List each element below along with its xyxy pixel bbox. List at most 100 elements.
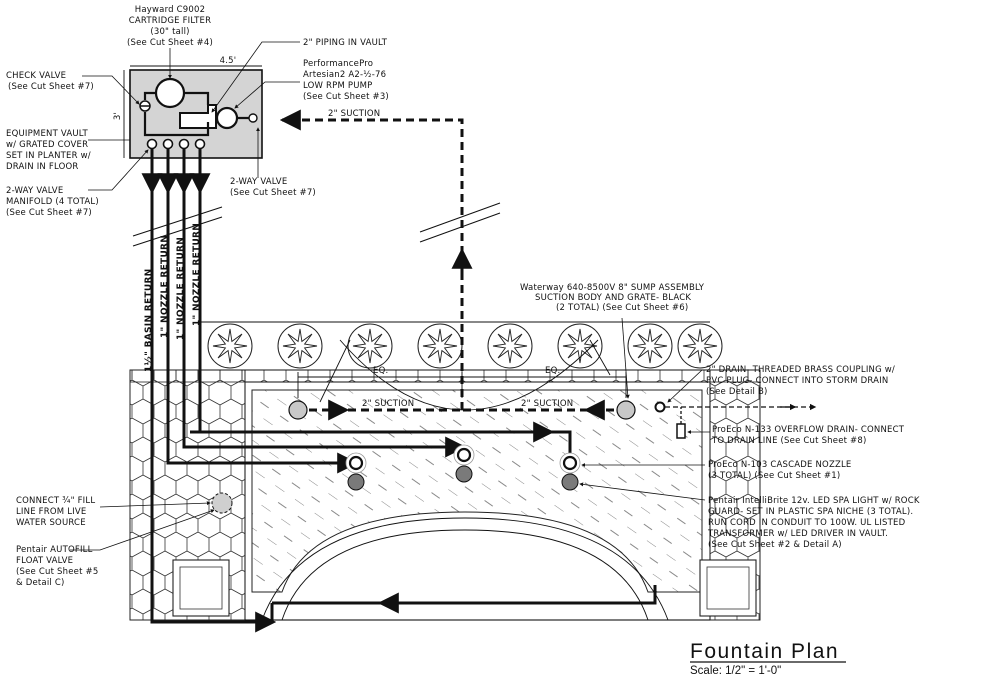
check-valve-label: CHECK VALVE — [6, 71, 66, 81]
paver-band-top — [129, 369, 761, 383]
nozzle-return-label: 1" NOZZLE RETURN — [176, 237, 186, 340]
pump-label: PerformancePro — [303, 59, 373, 69]
title-block: Fountain Plan Scale: 1/2" = 1'-0" — [690, 640, 846, 677]
drain-label: PVC PLUG- CONNECT INTO STORM DRAIN — [706, 376, 888, 386]
drain-label: (See Detail B) — [706, 387, 768, 397]
nozzle-2 — [453, 444, 475, 466]
shrub-symbol — [207, 323, 253, 369]
suction-lines — [279, 109, 627, 421]
autofill-label: FLOAT VALVE — [16, 556, 73, 566]
return-pipes — [132, 149, 657, 633]
vault-label: EQUIPMENT VAULT — [6, 129, 89, 139]
shrub-symbol — [347, 323, 393, 369]
drawing-scale: Scale: 1/2" = 1'-0" — [690, 665, 781, 677]
manifold-label: (See Cut Sheet #7) — [6, 208, 92, 218]
vault-label: SET IN PLANTER w/ — [6, 151, 91, 161]
eq-left-label: EQ. — [373, 366, 388, 376]
pier-right-cap — [706, 566, 750, 610]
fill-line-label: WATER SOURCE — [16, 518, 86, 528]
light-label: (See Cut Sheet #2 & Detail A) — [708, 540, 842, 550]
spa-light-3 — [561, 473, 579, 491]
basin-water-area — [251, 389, 703, 593]
autofill-label: & Detail C) — [16, 578, 65, 588]
manifold-valve — [162, 138, 174, 150]
basin-arc-outer — [261, 517, 669, 621]
spa-light-2 — [455, 465, 473, 483]
manifold-valve — [146, 138, 158, 150]
suction-right-label: 2" SUCTION — [521, 399, 573, 409]
fountain-basin — [172, 381, 757, 621]
drain-label: 2" DRAIN- THREADED BRASS COUPLING w/ — [706, 365, 895, 375]
filter-label: CARTRIDGE FILTER — [129, 16, 211, 26]
manifold-valves — [146, 138, 206, 150]
planter-row — [200, 321, 723, 371]
suction-left-label: 2" SUCTION — [362, 399, 414, 409]
check-valve-label: (See Cut Sheet #7) — [8, 82, 94, 92]
pier-left-cap — [179, 566, 223, 610]
pump-label: (See Cut Sheet #3) — [303, 92, 389, 102]
filter-label: (30" tall) — [150, 27, 189, 37]
nozzle-3 — [559, 452, 581, 474]
overflow-label: ProEco N-133 OVERFLOW DRAIN- CONNECT — [712, 425, 905, 435]
overflow-label: TO DRAIN LINE (See Cut Sheet #8) — [711, 436, 867, 446]
vault-label: w/ GRATED COVER — [6, 140, 88, 150]
piping-label: 2" PIPING IN VAULT — [303, 38, 388, 48]
autofill-float-valve — [211, 492, 233, 514]
break-line-left — [132, 206, 223, 237]
pump-motor-symbol — [215, 106, 239, 130]
manifold-label: 2-WAY VALVE — [6, 186, 63, 196]
nozzle-return-pipe-2 — [182, 149, 467, 458]
fill-line-label: LINE FROM LIVE — [16, 507, 86, 517]
basin-return-pipe — [150, 149, 277, 633]
nozzle-return-label: 1" NOZZLE RETURN — [192, 223, 202, 326]
light-label: RUN CORD IN CONDUIT TO 100W. UL LISTED — [708, 518, 906, 528]
drain-coupling — [654, 401, 666, 413]
pump-label: Artesian2 A2-½-76 — [303, 70, 386, 80]
manifold-label: MANIFOLD (4 TOTAL) — [6, 197, 99, 207]
vault-label: DRAIN IN FLOOR — [6, 162, 78, 172]
annotation-text: Hayward C9002 CARTRIDGE FILTER (30" tall… — [113, 5, 236, 120]
vault-height-dim: 3' — [113, 112, 123, 120]
sump-left — [288, 400, 308, 420]
sump-label: Waterway 640-8500V 8" SUMP ASSEMBLY — [520, 283, 705, 293]
equipment-vault — [123, 65, 263, 159]
eq-right-label: EQ. — [545, 366, 560, 376]
basin-arc-inner — [281, 529, 649, 621]
autofill-label: (See Cut Sheet #5 — [16, 567, 98, 577]
nozzle-1 — [345, 452, 367, 474]
shrub-symbol — [677, 323, 723, 369]
vault-width-dim: 4.5' — [220, 56, 237, 66]
autofill-label: Pentair AUTOFILL — [16, 545, 93, 555]
annotation-text-left: 2" PIPING IN VAULT PerformancePro Artesi… — [6, 38, 920, 588]
filter-label: Hayward C9002 — [135, 5, 205, 15]
shrub-symbol — [627, 323, 673, 369]
sump-right — [616, 400, 636, 420]
drawing-title: Fountain Plan — [690, 640, 839, 663]
fill-line-label: CONNECT ¾" FILL — [16, 496, 95, 506]
break-line-right — [419, 202, 501, 233]
shrub-symbol — [557, 323, 603, 369]
shrub-symbol — [487, 323, 533, 369]
basin-return-label: 1½" BASIN RETURN — [143, 268, 154, 372]
overflow-drain — [676, 423, 686, 439]
suction-top-label: 2" SUCTION — [328, 109, 380, 119]
sump-label: SUCTION BODY AND GRATE- BLACK — [535, 293, 691, 303]
spa-light-1 — [347, 473, 365, 491]
suction-sweep-arc — [339, 339, 599, 411]
manifold-valve — [178, 138, 190, 150]
pier-right — [699, 559, 757, 617]
filter-label: (See Cut Sheet #4) — [127, 38, 213, 48]
main-suction-line — [282, 118, 464, 410]
nozzle-label: ProEco N-103 CASCADE NOZZLE — [708, 460, 852, 470]
manifold-valve — [194, 138, 206, 150]
nozzle-return-pipe-1 — [166, 149, 359, 474]
pump-inlet-valve — [248, 113, 258, 123]
light-label: Pentair IntelliBrite 12v. LED SPA LIGHT … — [708, 496, 920, 506]
sump-label: (2 TOTAL) (See Cut Sheet #6) — [556, 303, 688, 313]
pier-left — [172, 559, 230, 617]
two-way-valve-label: (See Cut Sheet #7) — [230, 188, 316, 198]
basin-fixtures — [211, 400, 817, 514]
light-label: TRANSFORMER w/ LED DRIVER IN VAULT. — [707, 529, 888, 539]
nozzle-label: (3 TOTAL) (See Cut Sheet #1) — [708, 471, 840, 481]
